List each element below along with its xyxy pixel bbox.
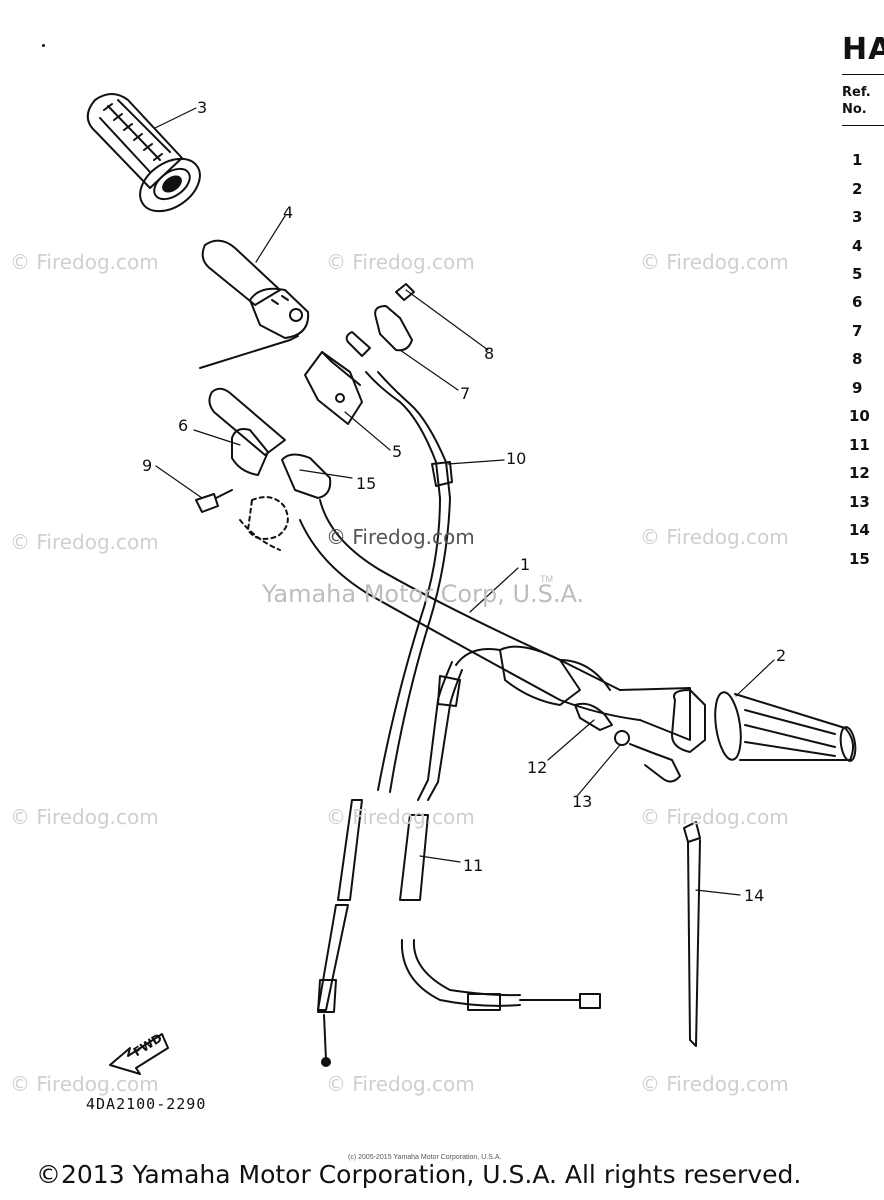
callout-15[interactable]: 15 bbox=[356, 474, 377, 493]
watermark-firedog: © Firedog.com bbox=[640, 805, 789, 829]
ref-number-9[interactable]: 9 bbox=[852, 379, 863, 397]
throttle-cable-part-10 bbox=[317, 371, 453, 1067]
ref-header-line2: No. bbox=[842, 102, 867, 117]
ref-no-header: Ref. No. bbox=[842, 84, 871, 118]
trademark-mark: TM bbox=[540, 574, 553, 584]
callout-9[interactable]: 9 bbox=[142, 456, 153, 475]
ref-number-5[interactable]: 5 bbox=[852, 265, 863, 283]
watermark-firedog: © Firedog.com bbox=[640, 525, 789, 549]
callout-2[interactable]: 2 bbox=[776, 646, 787, 665]
ref-number-15[interactable]: 15 bbox=[849, 550, 870, 568]
ref-number-4[interactable]: 4 bbox=[852, 237, 863, 255]
title-rule bbox=[842, 74, 884, 75]
diagram-part-code: 4DA2100-2290 bbox=[86, 1095, 207, 1113]
ref-header-rule bbox=[842, 125, 884, 126]
callout-7[interactable]: 7 bbox=[460, 384, 471, 403]
ref-number-12[interactable]: 12 bbox=[849, 464, 870, 482]
left-bar-end bbox=[208, 387, 332, 551]
watermark-firedog: © Firedog.com bbox=[10, 530, 159, 554]
watermark-firedog: © Firedog.com bbox=[10, 805, 159, 829]
callout-8[interactable]: 8 bbox=[484, 344, 495, 363]
screw-part-8 bbox=[395, 283, 415, 301]
watermark-firedog: © Firedog.com bbox=[10, 250, 159, 274]
ref-number-8[interactable]: 8 bbox=[852, 350, 863, 368]
ref-number-13[interactable]: 13 bbox=[849, 493, 870, 511]
cable-tie-part-14 bbox=[683, 821, 701, 1047]
ref-number-7[interactable]: 7 bbox=[852, 322, 863, 340]
callout-12[interactable]: 12 bbox=[527, 758, 548, 777]
watermark-firedog: © Firedog.com bbox=[326, 1072, 475, 1096]
ref-number-6[interactable]: 6 bbox=[852, 293, 863, 311]
screw-part-9 bbox=[195, 489, 233, 513]
left-grip-part-3 bbox=[86, 93, 201, 213]
fwd-arrow bbox=[109, 1033, 169, 1075]
ref-number-2[interactable]: 2 bbox=[852, 180, 863, 198]
ref-number-1[interactable]: 1 bbox=[852, 151, 863, 169]
callout-4[interactable]: 4 bbox=[283, 203, 294, 222]
ref-header-line1: Ref. bbox=[842, 85, 871, 100]
callout-5[interactable]: 5 bbox=[392, 442, 403, 461]
watermark-firedog: © Firedog.com bbox=[326, 525, 475, 549]
stray-dot bbox=[42, 44, 45, 47]
callout-13[interactable]: 13 bbox=[572, 792, 593, 811]
callout-6[interactable]: 6 bbox=[178, 416, 189, 435]
small-copyright: (c) 2005-2015 Yamaha Motor Corporation, … bbox=[348, 1154, 502, 1161]
callout-3[interactable]: 3 bbox=[197, 98, 208, 117]
watermark-firedog: © Firedog.com bbox=[640, 250, 789, 274]
callout-1[interactable]: 1 bbox=[520, 555, 531, 574]
ref-number-10[interactable]: 10 bbox=[849, 407, 870, 425]
clutch-cable-part-11 bbox=[399, 648, 601, 1011]
right-grip-part-2 bbox=[671, 689, 857, 762]
callout-11[interactable]: 11 bbox=[463, 856, 484, 875]
holder-part-7 bbox=[345, 305, 413, 357]
lever-bracket bbox=[499, 645, 681, 783]
throttle-tube-part-4 bbox=[201, 239, 310, 339]
handlebar-part-1 bbox=[299, 499, 691, 741]
watermark-corp: Yamaha Motor Corp, U.S.A. bbox=[262, 580, 585, 608]
callout-14[interactable]: 14 bbox=[744, 886, 765, 905]
watermark-firedog: © Firedog.com bbox=[10, 1072, 159, 1096]
ref-number-14[interactable]: 14 bbox=[849, 521, 870, 539]
ref-number-11[interactable]: 11 bbox=[849, 436, 870, 454]
watermark-firedog: © Firedog.com bbox=[640, 1072, 789, 1096]
watermark-firedog: © Firedog.com bbox=[326, 805, 475, 829]
copyright-notice: ©2013 Yamaha Motor Corporation, U.S.A. A… bbox=[36, 1160, 802, 1189]
throttle-cover-part-5 bbox=[304, 351, 363, 425]
callout-10[interactable]: 10 bbox=[506, 449, 527, 468]
page-title: HA bbox=[842, 32, 884, 67]
watermark-firedog: © Firedog.com bbox=[326, 250, 475, 274]
ref-number-3[interactable]: 3 bbox=[852, 208, 863, 226]
